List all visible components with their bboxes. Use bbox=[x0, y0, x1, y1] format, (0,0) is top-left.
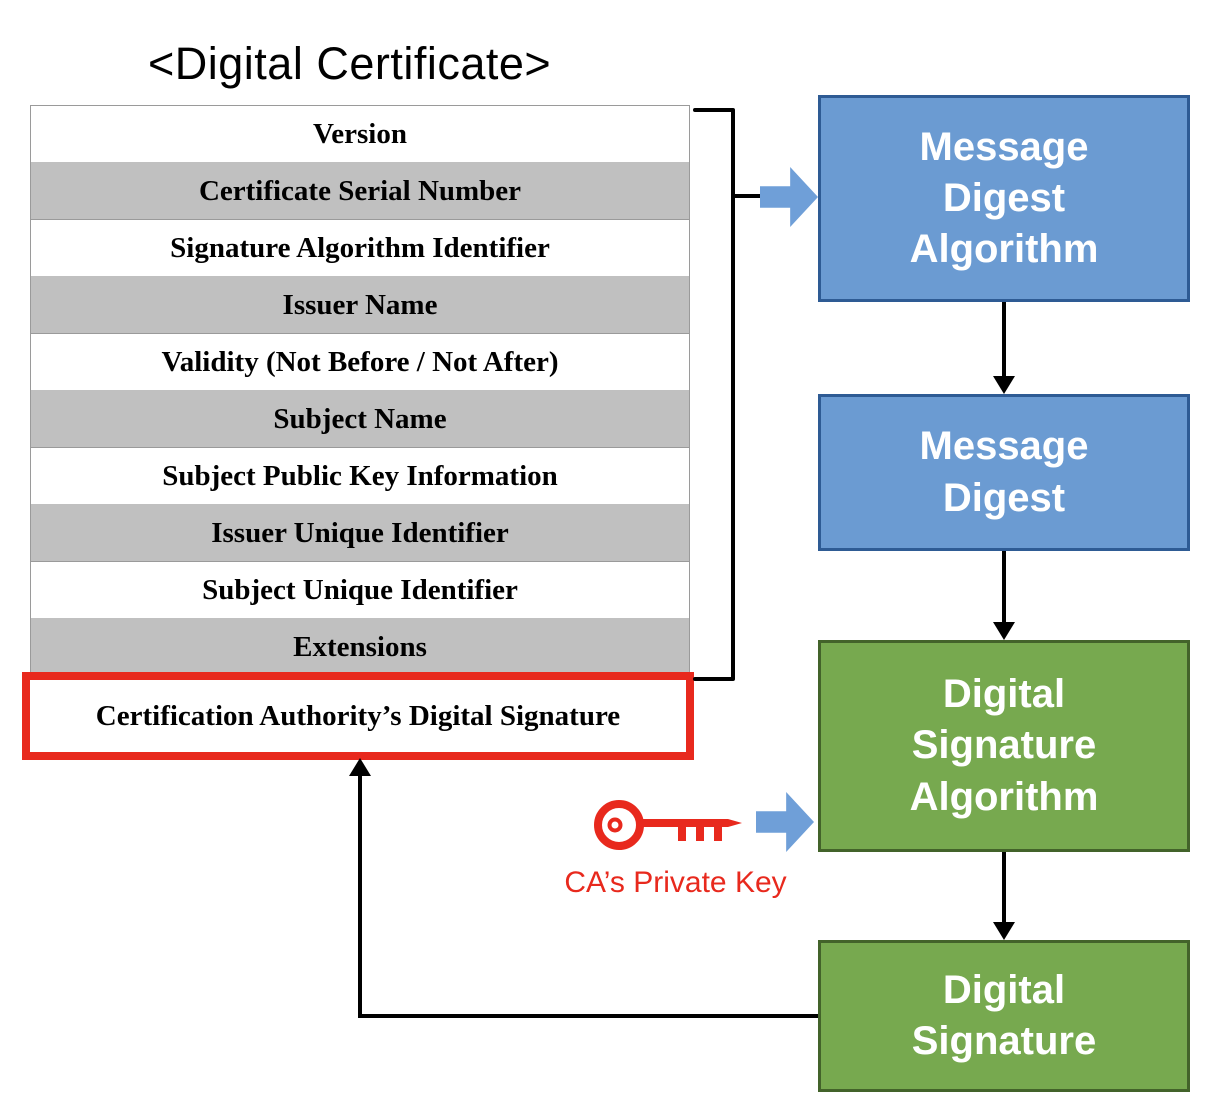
table-row: Certificate Serial Number bbox=[31, 162, 689, 219]
message-digest-algorithm-label: Message Digest Algorithm bbox=[909, 124, 1099, 272]
down-arrow-icon bbox=[993, 922, 1015, 940]
message-digest-algorithm-box: Message Digest Algorithm bbox=[818, 95, 1190, 302]
message-digest-label: Message Digest bbox=[919, 424, 1089, 520]
table-row: Issuer Unique Identifier bbox=[31, 504, 689, 561]
table-row: Extensions bbox=[31, 618, 689, 675]
table-row: Subject Public Key Information bbox=[31, 447, 689, 504]
table-row: Signature Algorithm Identifier bbox=[31, 219, 689, 276]
certificate-table: Version Certificate Serial Number Signat… bbox=[30, 105, 690, 676]
digital-signature-label: Digital Signature bbox=[911, 967, 1097, 1063]
down-arrow-icon bbox=[993, 622, 1015, 640]
grouping-bracket bbox=[693, 108, 765, 681]
table-row: Validity (Not Before / Not After) bbox=[31, 333, 689, 390]
right-arrow-icon bbox=[760, 167, 818, 227]
table-row: Subject Name bbox=[31, 390, 689, 447]
up-arrow-icon bbox=[349, 758, 371, 776]
connector-line bbox=[1002, 852, 1006, 922]
ca-signature-row: Certification Authority’s Digital Signat… bbox=[22, 672, 694, 760]
digital-signature-box: Digital Signature bbox=[818, 940, 1190, 1092]
message-digest-box: Message Digest bbox=[818, 394, 1190, 551]
ca-signature-label: Certification Authority’s Digital Signat… bbox=[95, 699, 621, 732]
digital-signature-algorithm-label: Digital Signature Algorithm bbox=[909, 672, 1099, 819]
table-row: Subject Unique Identifier bbox=[31, 561, 689, 618]
digital-signature-algorithm-box: Digital Signature Algorithm bbox=[818, 640, 1190, 852]
connector-line bbox=[1002, 302, 1006, 378]
feedback-line-horizontal bbox=[358, 1014, 818, 1018]
right-arrow-icon bbox=[756, 792, 814, 852]
feedback-line-vertical bbox=[358, 776, 362, 1018]
table-row: Issuer Name bbox=[31, 276, 689, 333]
table-row: Version bbox=[31, 106, 689, 162]
key-icon bbox=[594, 800, 742, 850]
diagram-title: <Digital Certificate> bbox=[148, 38, 552, 89]
connector-line bbox=[1002, 551, 1006, 622]
ca-private-key-label: CA’s Private Key bbox=[564, 866, 787, 899]
down-arrow-icon bbox=[993, 376, 1015, 394]
